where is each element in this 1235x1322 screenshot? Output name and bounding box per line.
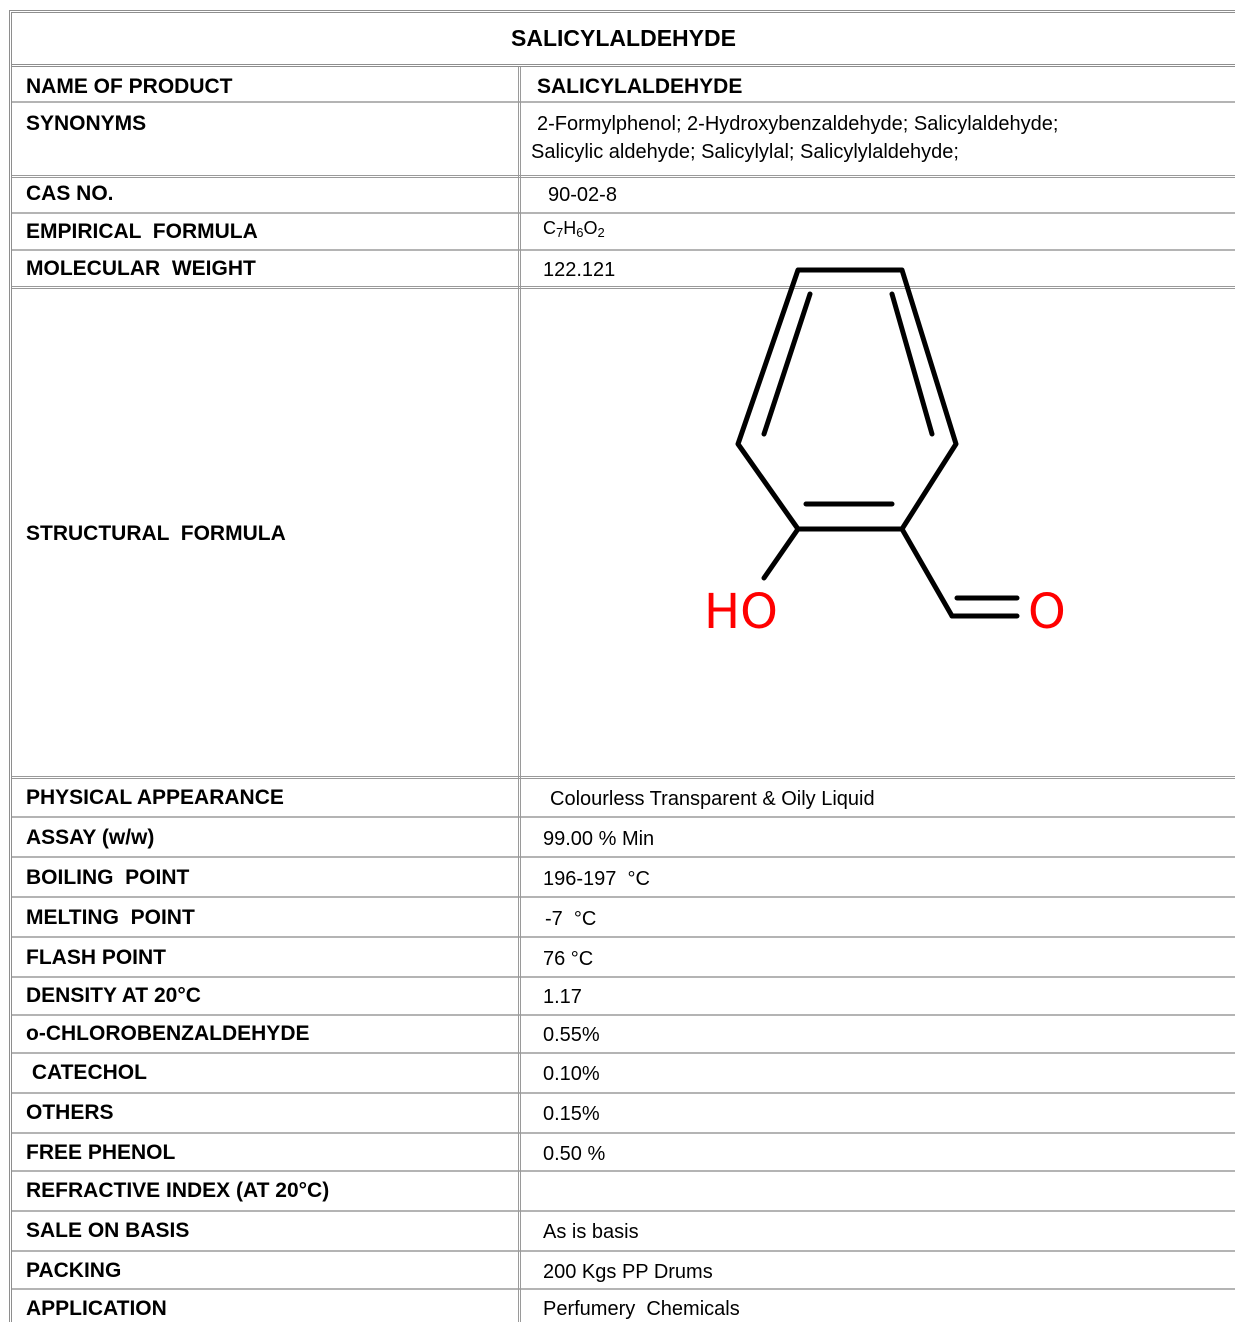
label-physical-appearance: PHYSICAL APPEARANCE <box>26 786 284 809</box>
value-cas-no: 90-02-8 <box>548 184 617 206</box>
row-divider <box>12 286 1235 779</box>
row-divider <box>12 101 1235 178</box>
row-divider <box>12 1170 1235 1212</box>
document-title: SALICYLALDEHYDE <box>12 13 1235 67</box>
value-others: 0.15% <box>543 1103 600 1125</box>
row-divider <box>12 936 1235 978</box>
value-o-chlorobenzaldehyde: 0.55% <box>543 1024 600 1046</box>
column-divider <box>518 67 521 1322</box>
oxygen-label: O <box>1028 584 1066 640</box>
label-assay: ASSAY (w/w) <box>26 826 155 849</box>
value-flash-point: 76 °C <box>543 948 594 970</box>
value-molecular-weight: 122.121 <box>543 259 616 281</box>
label-application: APPLICATION <box>26 1297 167 1320</box>
value-catechol: 0.10% <box>543 1063 600 1085</box>
row-divider <box>12 249 1235 289</box>
row-divider <box>12 816 1235 858</box>
row-divider <box>12 1250 1235 1290</box>
value-assay: 99.00 % Min <box>543 828 655 850</box>
row-divider <box>12 1052 1235 1094</box>
label-cas-no: CAS NO. <box>26 182 114 205</box>
label-packing: PACKING <box>26 1259 122 1282</box>
value-boiling-point: 196-197 °C <box>543 868 650 890</box>
label-flash-point: FLASH POINT <box>26 946 166 969</box>
ring-double-bond <box>761 291 813 437</box>
ho-label: HO <box>704 584 778 640</box>
row-divider <box>12 776 1235 818</box>
label-free-phenol: FREE PHENOL <box>26 1141 176 1164</box>
label-synonyms: SYNONYMS <box>26 112 147 135</box>
label-empirical-formula: EMPIRICAL FORMULA <box>26 220 258 243</box>
label-molecular-weight: MOLECULAR WEIGHT <box>26 257 256 280</box>
label-catechol: CATECHOL <box>26 1061 147 1084</box>
label-sale-on-basis: SALE ON BASIS <box>26 1219 190 1242</box>
value-synonyms-line-2: Salicylic aldehyde; Salicylylal; Salicyl… <box>531 141 959 163</box>
label-boiling-point: BOILING POINT <box>26 866 190 889</box>
row-divider <box>12 1092 1235 1134</box>
value-name-of-product: SALICYLALDEHYDE <box>537 75 743 98</box>
label-structural-formula: STRUCTURAL FORMULA <box>26 522 286 545</box>
hydroxyl-bond <box>761 526 801 581</box>
value-free-phenol: 0.50 % <box>543 1143 606 1165</box>
value-empirical-formula: C7H6O2 <box>543 218 605 240</box>
label-o-chlorobenzaldehyde: o-CHLOROBENZALDEHYDE <box>26 1022 310 1045</box>
value-density: 1.17 <box>543 986 582 1008</box>
value-synonyms-line-1: 2-Formylphenol; 2-Hydroxybenzaldehyde; S… <box>537 113 1059 135</box>
ring-double-bond <box>889 291 935 437</box>
row-divider <box>12 212 1235 251</box>
row-divider <box>12 175 1235 214</box>
row-divider <box>12 856 1235 898</box>
salicylaldehyde-structure: HO O <box>704 267 1066 640</box>
row-divider <box>12 67 1235 103</box>
label-density: DENSITY AT 20°C <box>26 984 201 1007</box>
row-divider <box>12 1210 1235 1252</box>
value-application: Perfumery Chemicals <box>543 1298 740 1320</box>
label-name-of-product: NAME OF PRODUCT <box>26 75 233 98</box>
value-packing: 200 Kgs PP Drums <box>543 1261 713 1283</box>
carbonyl-bond <box>899 526 955 619</box>
label-melting-point: MELTING POINT <box>26 906 195 929</box>
label-others: OTHERS <box>26 1101 114 1124</box>
value-physical-appearance: Colourless Transparent & Oily Liquid <box>550 788 875 810</box>
row-divider <box>12 976 1235 1016</box>
row-divider <box>12 896 1235 938</box>
row-divider <box>12 1014 1235 1054</box>
label-refractive-index: REFRACTIVE INDEX (AT 20°C) <box>26 1179 330 1202</box>
spec-sheet <box>9 10 1235 1322</box>
value-melting-point: -7 °C <box>545 908 597 930</box>
row-divider <box>12 1132 1235 1172</box>
value-sale-on-basis: As is basis <box>543 1221 639 1243</box>
